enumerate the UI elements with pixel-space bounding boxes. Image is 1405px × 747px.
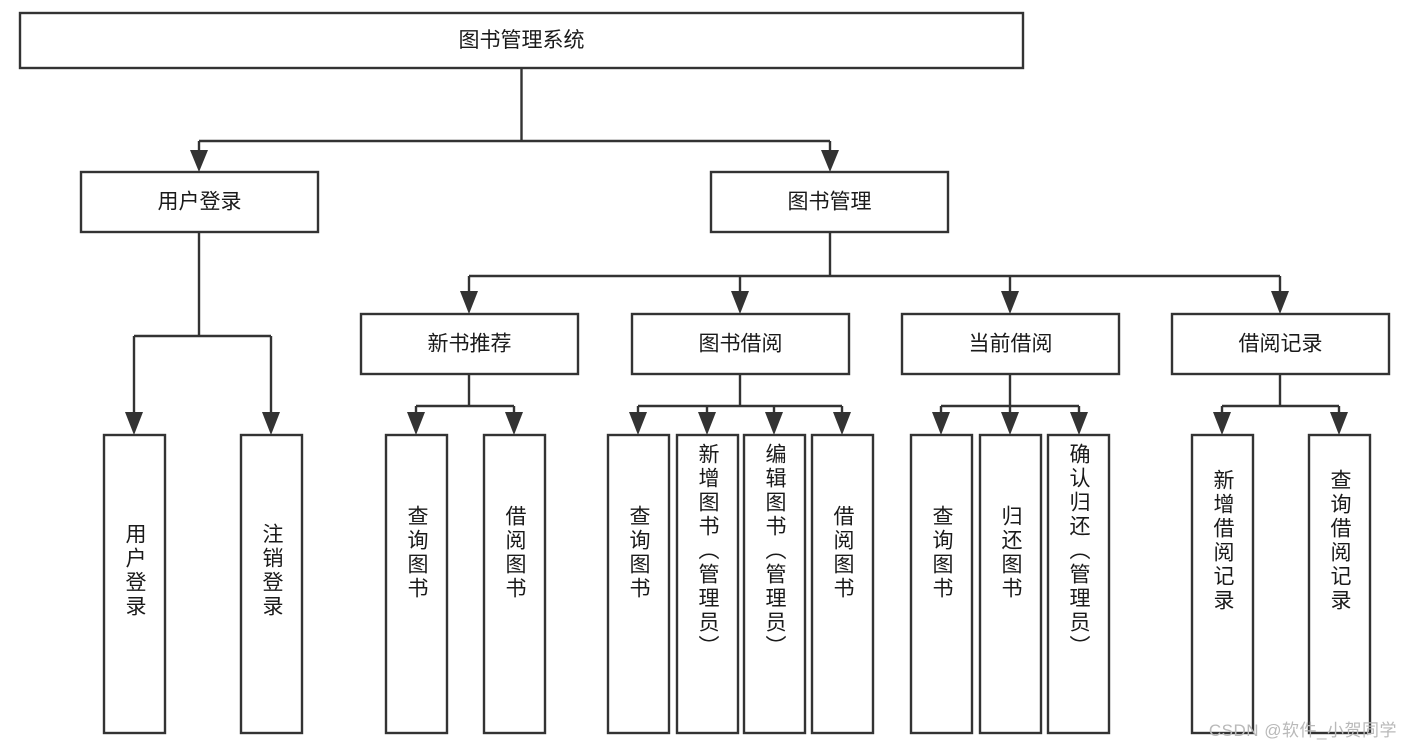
leaf-box-cb-return-book[interactable] xyxy=(978,433,1043,735)
node-user-login-label: 用户登录 xyxy=(158,191,242,214)
arrow-head-leaf-user-login xyxy=(125,412,143,435)
arrow-head-br-leaf-2 xyxy=(1330,412,1348,435)
node-current-borrow[interactable] xyxy=(900,312,1121,376)
arrow-head-bb-leaf-4 xyxy=(833,412,851,435)
leaf-box-cb-query-book[interactable] xyxy=(909,433,974,735)
arrow-head-borrow-record xyxy=(1271,291,1289,314)
leaf-box-br-query-record[interactable] xyxy=(1307,433,1372,735)
arrow-head-leaf-logout xyxy=(262,412,280,435)
node-new-book-recommend-label: 新书推荐 xyxy=(428,333,512,356)
arrow-head-new-book xyxy=(460,291,478,314)
node-new-book-recommend[interactable] xyxy=(359,312,580,376)
arrow-head-nb-leaf-2 xyxy=(505,412,523,435)
arrow-head-bb-leaf-1 xyxy=(629,412,647,435)
arrow-head-bb-leaf-3 xyxy=(765,412,783,435)
node-borrow-record-label: 借阅记录 xyxy=(1239,333,1323,356)
arrow-head-cb-leaf-3 xyxy=(1070,412,1088,435)
arrow-head-current-borrow xyxy=(1001,291,1019,314)
node-book-manage-label: 图书管理 xyxy=(788,191,872,214)
arrow-head-book-borrow xyxy=(731,291,749,314)
leaf-box-nb-borrow-book[interactable] xyxy=(482,433,547,735)
leaf-box-bb-query-book[interactable] xyxy=(606,433,671,735)
arrow-head-br-leaf-1 xyxy=(1213,412,1231,435)
node-root[interactable] xyxy=(18,11,1025,70)
arrow-head-cb-leaf-1 xyxy=(932,412,950,435)
node-current-borrow-label: 当前借阅 xyxy=(969,333,1053,356)
node-book-borrow[interactable] xyxy=(630,312,851,376)
node-root-label: 图书管理系统 xyxy=(459,29,585,52)
node-book-manage[interactable] xyxy=(709,170,950,234)
leaf-box-logout[interactable] xyxy=(239,433,304,735)
leaf-box-br-add-record[interactable] xyxy=(1190,433,1255,735)
watermark-text: CSDN @软件_小贺同学 xyxy=(1208,721,1397,740)
leaf-box-bb-borrow-book[interactable] xyxy=(810,433,875,735)
node-borrow-record[interactable] xyxy=(1170,312,1391,376)
leaf-box-cb-confirm-return[interactable] xyxy=(1046,433,1111,735)
arrow-head-nb-leaf-1 xyxy=(407,412,425,435)
leaf-box-user-login[interactable] xyxy=(102,433,167,735)
connector-layer xyxy=(125,68,1348,435)
node-user-login[interactable] xyxy=(79,170,320,234)
leaf-box-bb-add-book[interactable] xyxy=(675,433,740,735)
arrow-head-cb-leaf-2 xyxy=(1001,412,1019,435)
leaf-box-nb-query-book[interactable] xyxy=(384,433,449,735)
arrow-head-book-manage xyxy=(821,150,839,172)
arrow-head-user-login xyxy=(190,150,208,172)
arrow-head-bb-leaf-2 xyxy=(698,412,716,435)
leaf-box-bb-edit-book[interactable] xyxy=(742,433,807,735)
node-book-borrow-label: 图书借阅 xyxy=(699,333,783,356)
